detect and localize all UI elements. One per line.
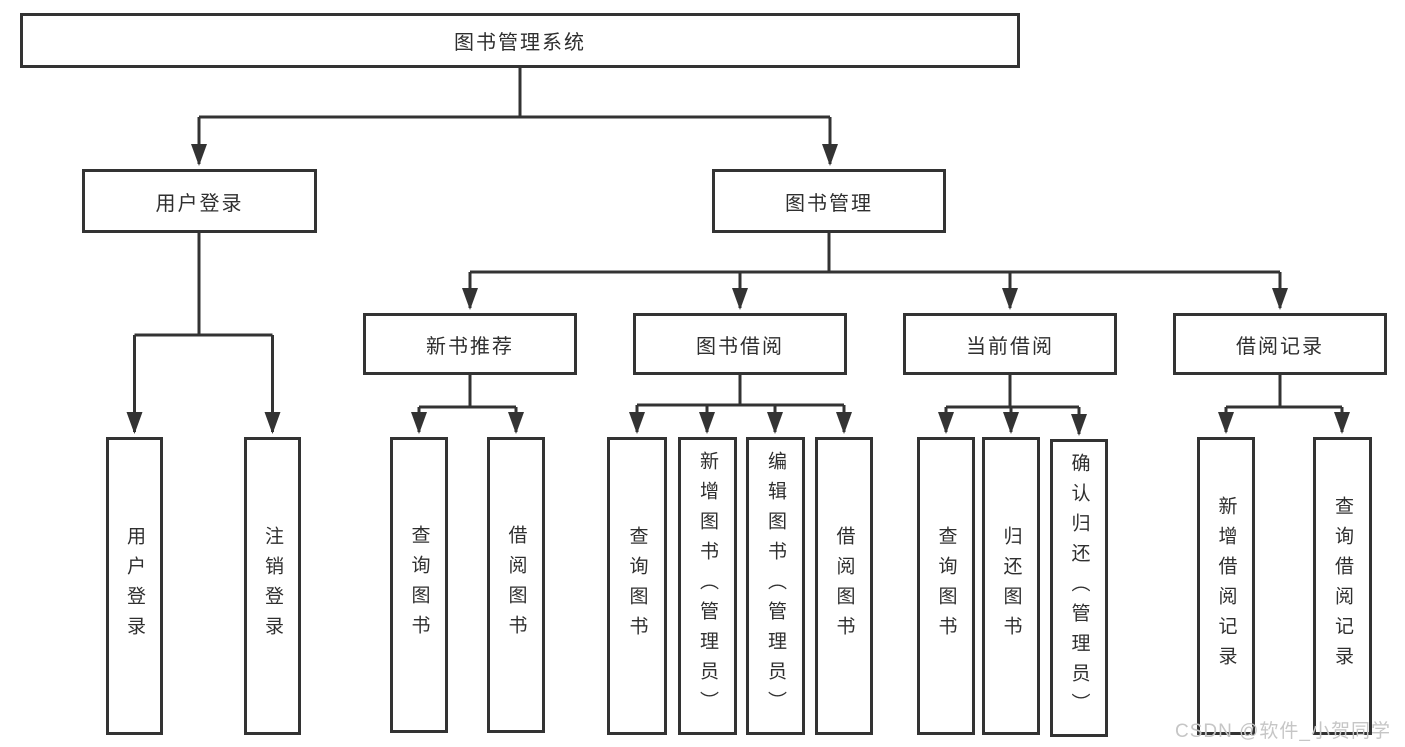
leaf-user-login-label: 用户登录 (124, 526, 145, 646)
connector-book-borrow-children (629, 375, 852, 434)
leaf-user-login: 用户登录 (106, 437, 163, 735)
leaf-query-book-2-label: 查询图书 (626, 526, 648, 646)
connector-root-to-level2 (191, 66, 838, 166)
leaf-query-borrow-record-label: 查询借阅记录 (1332, 496, 1353, 676)
node-root-label: 图书管理系统 (454, 32, 586, 54)
leaf-query-book-1-label: 查询图书 (408, 525, 430, 645)
leaf-confirm-return-admin: 确认归还（管理员） (1050, 439, 1108, 737)
leaf-return-book-label: 归还图书 (1000, 526, 1022, 646)
leaf-query-book-3-label: 查询图书 (935, 526, 957, 646)
node-current-borrow-label: 当前借阅 (966, 335, 1054, 358)
connector-borrow-records-children (1218, 375, 1350, 434)
node-book-management: 图书管理 (712, 169, 946, 233)
watermark: CSDN @软件_小贺同学 (1175, 721, 1391, 742)
leaf-query-borrow-record: 查询借阅记录 (1313, 437, 1372, 735)
node-user-login-label: 用户登录 (155, 192, 244, 215)
node-borrow-records-label: 借阅记录 (1236, 335, 1324, 358)
leaf-borrow-book-2-label: 借阅图书 (833, 526, 855, 646)
connector-new-book-children (411, 375, 524, 434)
connector-current-borrow-children (938, 375, 1087, 436)
leaf-logout: 注销登录 (244, 437, 301, 735)
leaf-return-book: 归还图书 (982, 437, 1040, 735)
node-current-borrow: 当前借阅 (903, 313, 1117, 375)
node-new-book-recommend-label: 新书推荐 (426, 335, 514, 358)
leaf-add-borrow-record: 新增借阅记录 (1197, 437, 1255, 735)
leaf-add-book-admin-label: 新增图书（管理员） (697, 451, 718, 721)
leaf-query-book-2: 查询图书 (607, 437, 667, 735)
node-book-borrow: 图书借阅 (633, 313, 847, 375)
node-new-book-recommend: 新书推荐 (363, 313, 577, 375)
node-user-login: 用户登录 (82, 169, 317, 233)
leaf-add-book-admin: 新增图书（管理员） (678, 437, 737, 735)
connector-book-mgmt-to-level3 (462, 233, 1288, 310)
leaf-edit-book-admin-label: 编辑图书（管理员） (765, 451, 786, 721)
node-borrow-records: 借阅记录 (1173, 313, 1387, 375)
leaf-borrow-book-1-label: 借阅图书 (505, 525, 527, 645)
leaf-borrow-book-1: 借阅图书 (487, 437, 545, 733)
leaf-edit-book-admin: 编辑图书（管理员） (746, 437, 805, 735)
leaf-add-borrow-record-label: 新增借阅记录 (1215, 496, 1237, 676)
leaf-confirm-return-admin-label: 确认归还（管理员） (1068, 453, 1090, 723)
connector-user-login-children (126, 233, 281, 434)
node-book-management-label: 图书管理 (785, 192, 873, 215)
leaf-logout-label: 注销登录 (262, 526, 283, 646)
node-root: 图书管理系统 (20, 13, 1020, 68)
leaf-query-book-1: 查询图书 (390, 437, 448, 733)
node-book-borrow-label: 图书借阅 (696, 335, 784, 358)
leaf-query-book-3: 查询图书 (917, 437, 975, 735)
leaf-borrow-book-2: 借阅图书 (815, 437, 873, 735)
